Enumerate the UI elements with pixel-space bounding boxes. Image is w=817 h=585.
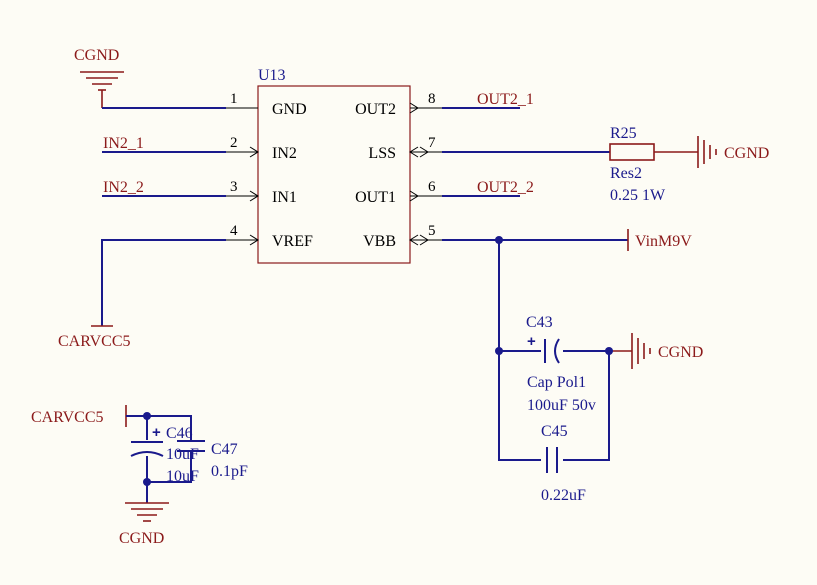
r25-resistor[interactable]: R25 Res2 0.25 1W bbox=[609, 125, 666, 204]
u13-pin8-number: 8 bbox=[428, 91, 436, 107]
net-label-carvcc5-vref: CARVCC5 bbox=[58, 333, 131, 350]
wire-carvcc5-top[interactable] bbox=[126, 415, 192, 440]
junction-c43-right bbox=[605, 347, 613, 355]
net-label-out2-2: OUT2_2 bbox=[477, 179, 534, 196]
wire-vref-to-carvcc5[interactable] bbox=[101, 239, 226, 326]
u13-pin8-output-arrow bbox=[409, 102, 419, 114]
net-label-in2-1: IN2_1 bbox=[103, 135, 144, 152]
c45-capacitor[interactable]: C45 0.22uF bbox=[541, 423, 586, 504]
u13-pin5-io-arrow-out bbox=[419, 234, 429, 246]
cgnd-port-bottom[interactable]: CGND bbox=[119, 502, 169, 547]
c46-designator: C46 bbox=[166, 425, 193, 442]
u13-pin5-number: 5 bbox=[428, 223, 436, 239]
u13-pin5-io-arrow-in bbox=[409, 234, 419, 246]
c43-plate-curved bbox=[554, 338, 560, 364]
u13-ic[interactable]: U13 1 GND 2 IN2 3 IN1 4 VREF 8 OUT2 7 LS… bbox=[226, 67, 442, 264]
u13-body[interactable] bbox=[257, 85, 411, 264]
u13-pin8-name: OUT2 bbox=[355, 101, 396, 118]
u13-pin2-name: IN2 bbox=[272, 145, 297, 162]
cgnd-label-r25: CGND bbox=[724, 145, 769, 162]
c43-designator: C43 bbox=[526, 314, 553, 331]
r25-designator: R25 bbox=[610, 125, 637, 142]
c46-plate-curved bbox=[130, 451, 164, 457]
cgnd-port-caps[interactable]: CGND bbox=[631, 333, 703, 369]
u13-pin1-name: GND bbox=[272, 101, 307, 118]
u13-pin1-number: 1 bbox=[230, 91, 238, 107]
c46-plus-sign: + bbox=[152, 424, 161, 441]
c46-capacitor[interactable]: + C46 10uF bbox=[130, 424, 199, 463]
net-label-out2-1: OUT2_1 bbox=[477, 91, 534, 108]
c43-value: 100uF 50v bbox=[527, 397, 596, 414]
r25-value: 0.25 1W bbox=[610, 187, 666, 204]
u13-pin4-number: 4 bbox=[230, 223, 238, 239]
junction-vbb bbox=[495, 236, 503, 244]
c47-extra-value: 10uF bbox=[166, 468, 199, 485]
net-label-carvcc5-decoupling: CARVCC5 bbox=[31, 409, 104, 426]
r25-comment: Res2 bbox=[610, 165, 642, 182]
u13-pin2-input-arrow bbox=[249, 146, 259, 158]
c45-value: 0.22uF bbox=[541, 487, 586, 504]
u13-pin6-number: 6 bbox=[428, 179, 436, 195]
cgnd-label-bottom: CGND bbox=[119, 530, 164, 547]
u13-pin3-name: IN1 bbox=[272, 189, 297, 206]
cgnd-label-top-left: CGND bbox=[74, 47, 119, 64]
wire-vbb-to-caps[interactable] bbox=[498, 240, 541, 461]
cgnd-label-caps: CGND bbox=[658, 344, 703, 361]
c43-comment: Cap Pol1 bbox=[527, 374, 586, 391]
junction-gnd-decoupling bbox=[143, 478, 151, 486]
u13-pin6-name: OUT1 bbox=[355, 189, 396, 206]
c47-value: 0.1pF bbox=[211, 463, 248, 480]
u13-pin6-output-arrow bbox=[409, 190, 419, 202]
u13-pin7-io-arrow-in bbox=[409, 146, 419, 158]
net-label-vinm9v: VinM9V bbox=[635, 233, 692, 250]
junction-c43-left bbox=[495, 347, 503, 355]
net-label-in2-2: IN2_2 bbox=[103, 179, 144, 196]
u13-pin5-name: VBB bbox=[363, 233, 396, 250]
c47-capacitor[interactable]: C47 0.1pF 10uF bbox=[166, 440, 248, 485]
u13-pin4-input-arrow bbox=[249, 234, 259, 246]
r25-body bbox=[609, 143, 655, 161]
wire-c47-bottom[interactable] bbox=[147, 452, 192, 483]
u13-pin7-name: LSS bbox=[368, 145, 396, 162]
wire-c45-to-ground[interactable] bbox=[563, 351, 610, 461]
u13-pin7-number: 7 bbox=[428, 135, 436, 151]
u13-pin3-input-arrow bbox=[249, 190, 259, 202]
u13-pin3-number: 3 bbox=[230, 179, 238, 195]
c43-plus-sign: + bbox=[527, 333, 536, 350]
c43-capacitor[interactable]: + C43 Cap Pol1 100uF 50v bbox=[526, 314, 596, 414]
cgnd-port-r25[interactable]: CGND bbox=[697, 136, 769, 168]
u13-pin2-number: 2 bbox=[230, 135, 238, 151]
c45-designator: C45 bbox=[541, 423, 568, 440]
c47-designator: C47 bbox=[211, 441, 238, 458]
junction-carvcc5 bbox=[143, 412, 151, 420]
u13-pin4-name: VREF bbox=[272, 233, 313, 250]
u13-designator: U13 bbox=[258, 67, 286, 84]
u13-pin7-io-arrow-out bbox=[419, 146, 429, 158]
c46-value: 10uF bbox=[166, 446, 199, 463]
cgnd-port-top-left[interactable]: CGND bbox=[74, 47, 124, 108]
